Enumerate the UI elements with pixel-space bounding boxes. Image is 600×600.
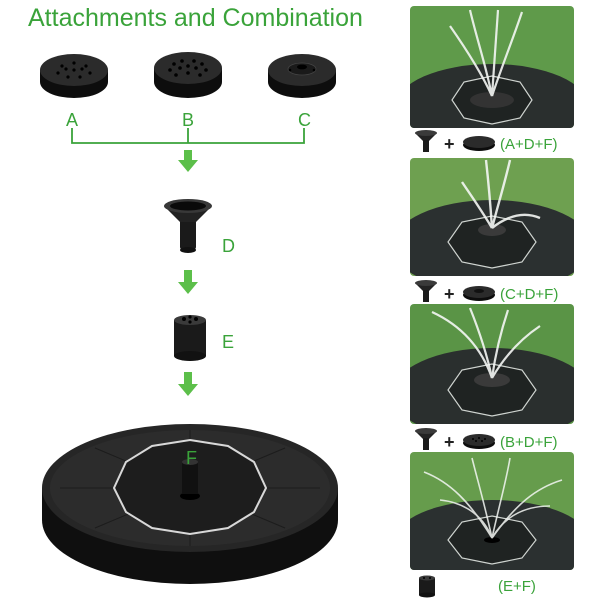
down-arrow-icon [178, 372, 198, 396]
connector-icon [419, 575, 435, 598]
combination-label-1: (A+D+F) [500, 136, 558, 153]
funnel-part-label: D [222, 236, 235, 256]
plus-sign: + [444, 432, 455, 452]
base-part-label: F [186, 448, 197, 468]
solar-fountain-base-image [42, 424, 338, 584]
connector-part-image [174, 315, 206, 361]
nozzle-b-image [154, 52, 222, 98]
nozzle-b-icon [463, 434, 495, 449]
plus-sign: + [444, 134, 455, 154]
nozzle-c-icon [463, 286, 495, 301]
nozzle-c-label: C [298, 110, 311, 130]
funnel-icon [415, 428, 437, 450]
combination-label-2: (C+D+F) [500, 286, 559, 303]
plus-sign: + [444, 284, 455, 304]
fountain-photo-3 [410, 304, 574, 424]
connector-part-label: E [222, 332, 235, 352]
combination-label-3: (B+D+F) [500, 434, 558, 451]
funnel-icon [415, 130, 437, 152]
fountain-photo-2 [410, 158, 574, 276]
page-title: Attachments and Combination [28, 4, 363, 32]
connector-lines [71, 128, 305, 396]
down-arrow-icon [178, 150, 198, 172]
combination-label-4: (E+F) [498, 578, 536, 595]
nozzle-a-icon [463, 136, 495, 151]
funnel-icon [415, 280, 437, 302]
nozzle-b-label: B [182, 110, 195, 130]
nozzle-a-image [40, 54, 108, 98]
down-arrow-icon [178, 270, 198, 294]
nozzle-c-image [268, 54, 336, 98]
fountain-photo-1 [410, 6, 574, 128]
nozzle-a-label: A [66, 110, 79, 130]
fountain-photo-4 [410, 452, 574, 570]
funnel-part-image [164, 199, 212, 253]
